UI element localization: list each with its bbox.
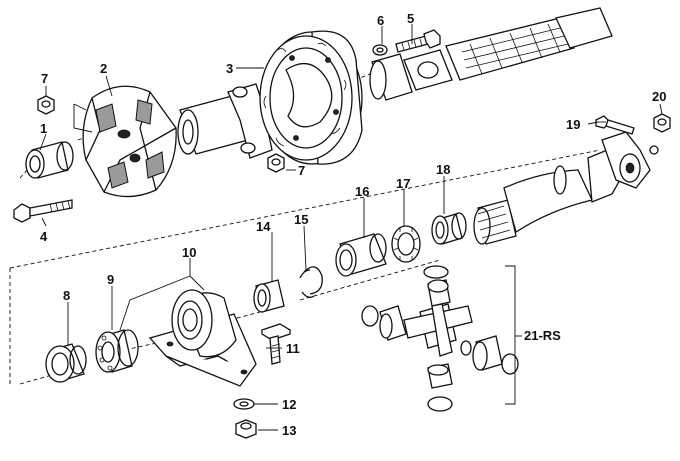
label-part-19: 19 <box>566 117 581 132</box>
part-1-bushing <box>25 141 74 179</box>
part-9-ball-bearing <box>95 329 139 373</box>
label-part-16: 16 <box>355 184 370 199</box>
part-11-t-bolt <box>260 323 292 365</box>
part-20-nut <box>653 113 671 133</box>
label-part-5: 5 <box>407 11 415 26</box>
label-part-18: 18 <box>436 162 451 177</box>
label-part-14: 14 <box>256 219 271 234</box>
label-part-7-upper: 7 <box>41 71 49 86</box>
label-part-15: 15 <box>294 212 309 227</box>
label-part-13: 13 <box>282 423 297 438</box>
part-8-seal-ring <box>45 343 87 383</box>
axis-line-lower <box>9 149 601 269</box>
label-part-3: 3 <box>226 61 234 76</box>
part-10-center-bearing <box>148 289 257 387</box>
axis-line-bottom <box>19 259 441 385</box>
part-5-bolt <box>395 29 441 53</box>
part-3-vibration-damper <box>259 30 363 165</box>
part-14-ring <box>253 279 285 313</box>
front-shaft-section <box>369 7 613 101</box>
label-part-2: 2 <box>100 61 108 76</box>
output-flange-tube <box>177 83 273 159</box>
part-13-nut <box>235 419 257 439</box>
part-21-universal-joint-kit <box>361 265 522 412</box>
part-6-washer <box>372 44 388 56</box>
leader-lines <box>39 24 663 431</box>
label-part-8: 8 <box>63 288 71 303</box>
label-part-21: 21-RS <box>524 328 561 343</box>
label-part-20: 20 <box>652 89 667 104</box>
part-15-circlip <box>299 266 323 298</box>
label-part-1: 1 <box>40 121 48 136</box>
label-part-4: 4 <box>40 229 48 244</box>
label-part-7-lower: 7 <box>298 163 306 178</box>
part-16-sleeve <box>335 233 387 277</box>
label-part-6: 6 <box>377 13 385 28</box>
part-12-washer <box>233 398 255 410</box>
label-part-10: 10 <box>182 245 197 260</box>
part-17-spline-ring <box>391 225 421 263</box>
part-7-nut-upper <box>37 95 55 115</box>
part-19-bolt <box>595 115 635 135</box>
label-part-9: 9 <box>107 272 115 287</box>
part-4-bolt <box>13 199 73 223</box>
part-18-ring <box>431 212 467 245</box>
label-part-11: 11 <box>286 341 300 356</box>
rear-shaft-section <box>473 131 659 245</box>
part-2-flexible-coupling <box>82 85 177 198</box>
label-part-12: 12 <box>282 397 297 412</box>
label-part-17: 17 <box>396 176 411 191</box>
part-7-nut-lower <box>267 153 285 173</box>
